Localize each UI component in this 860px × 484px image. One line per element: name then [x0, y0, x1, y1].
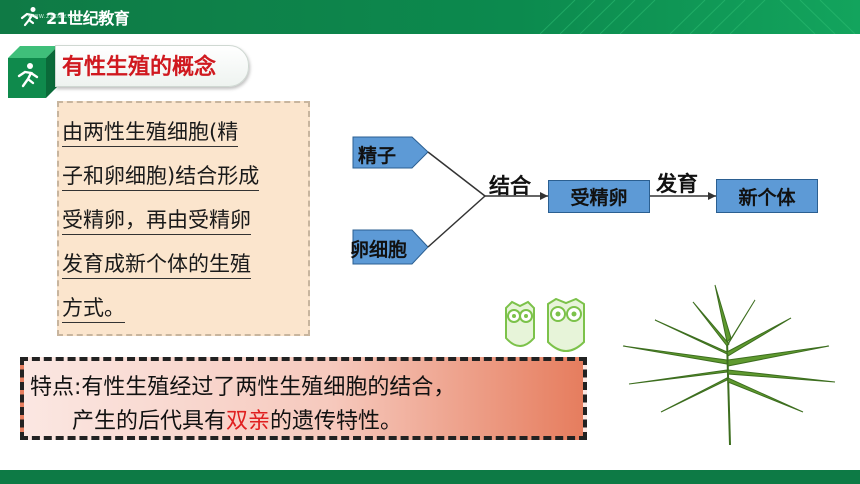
top-banner: 21世纪教育 WWW.21CNJY.COM	[0, 0, 860, 34]
feature-highlight: 双亲	[226, 409, 271, 434]
brand-name: 21世纪教育	[46, 9, 130, 28]
definition-line: 由两性生殖细胞(精	[62, 118, 239, 147]
title-cube-icon	[8, 46, 58, 98]
new-individual-node: 新个体	[716, 179, 818, 213]
egg-arrow-shape	[352, 229, 429, 265]
feature-line-1: 特点:有性生殖经过了两性生殖细胞的结合，	[30, 375, 456, 400]
brand-url: WWW.21CNJY.COM	[28, 14, 82, 20]
palm-leaf-icon	[622, 284, 836, 446]
definition-line: 方式。	[62, 294, 125, 323]
sperm-arrow-shape	[352, 136, 429, 169]
brand-logo[interactable]: 21世纪教育	[18, 5, 130, 29]
feature-line-2-prefix: 产生的后代具有	[72, 409, 227, 434]
zygote-node: 受精卵	[548, 180, 650, 213]
definition-box	[57, 101, 310, 336]
definition-line: 子和卵细胞)结合形成	[62, 162, 260, 191]
feature-line-2: 产生的后代具有双亲的遗传特性。	[72, 403, 402, 435]
feature-line-2-suffix: 的遗传特性。	[270, 409, 403, 434]
feature-box	[20, 357, 587, 440]
egg-label: 卵细胞	[350, 239, 408, 261]
runner-logo-icon	[20, 7, 39, 27]
definition-line: 发育成新个体的生殖	[62, 250, 251, 279]
owl-icon	[505, 298, 585, 352]
sperm-label: 精子	[358, 145, 397, 167]
banner-stripes	[539, 0, 856, 34]
definition-line: 受精卵，再由受精卵	[62, 206, 251, 235]
combine-label: 结合	[489, 174, 531, 198]
section-title-pill	[55, 45, 249, 87]
develop-label: 发育	[656, 172, 698, 196]
section-title: 有性生殖的概念	[62, 55, 217, 80]
bottom-bar	[0, 470, 860, 484]
